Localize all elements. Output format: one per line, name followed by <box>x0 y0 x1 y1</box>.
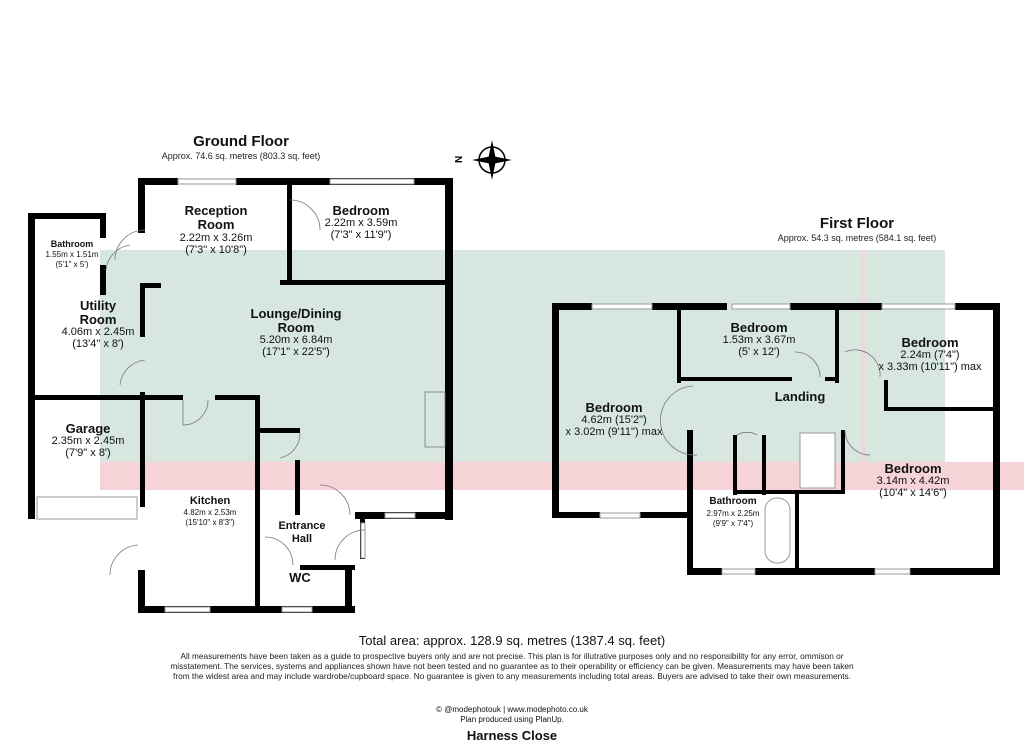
room-name: Room <box>277 320 315 335</box>
room-name: Reception <box>184 203 248 218</box>
room-imperial: (5'1" x 5') <box>55 260 89 269</box>
room-name: Lounge/Dining <box>250 306 342 321</box>
room-name: Bedroom <box>332 203 390 218</box>
room-name: Bathroom <box>50 239 94 249</box>
room-name: Bathroom <box>709 496 757 507</box>
first-floor-area: Approx. 54.3 sq. metres (584.1 sq. feet) <box>777 233 937 243</box>
room-metric: 1.55m x 1.51m <box>45 250 99 259</box>
room-name: Room <box>197 217 235 232</box>
room-name: Bedroom <box>884 461 942 476</box>
room-metric: 4.06m x 2.45m <box>61 326 135 338</box>
room-metric: 2.22m x 3.59m <box>324 217 398 229</box>
room-imperial: x 3.02m (9'11") max <box>565 426 663 438</box>
room-metric: 4.62m (15'2") <box>581 414 647 426</box>
ground-floor-title: Ground Floor <box>193 133 289 150</box>
room-imperial: (7'3" x 10'8") <box>185 244 247 256</box>
room-metric: 2.22m x 3.26m <box>179 232 253 244</box>
room-imperial: (7'3" x 11'9") <box>330 229 392 241</box>
room-imperial: (13'4" x 8') <box>72 338 124 350</box>
first-floor-walls <box>552 303 1000 575</box>
room-imperial: (9'9" x 7'4") <box>712 519 754 528</box>
room-name: Kitchen <box>189 495 231 507</box>
room-wc: WC <box>289 570 311 585</box>
room-name: Bedroom <box>901 335 959 350</box>
room-name: Bedroom <box>585 400 643 415</box>
ground-floor-doors <box>105 199 446 576</box>
disclaimer: All measurements have been taken as a gu… <box>170 651 854 682</box>
room-imperial: (10'4" x 14'6") <box>879 487 947 499</box>
room-metric: 4.82m x 2.53m <box>183 508 237 517</box>
room-name: Garage <box>65 421 111 436</box>
room-imperial: (7'9" x 8') <box>65 447 111 459</box>
room-name: Bedroom <box>730 320 788 335</box>
room-metric: 1.53m x 3.67m <box>722 334 796 346</box>
ground-floor-windows <box>36 178 416 613</box>
ground-floor-area: Approx. 74.6 sq. metres (803.3 sq. feet) <box>161 151 321 161</box>
credit: © @modephotouk | www.modephoto.co.uk <box>436 705 588 714</box>
room-landing: Landing <box>774 389 826 404</box>
room-imperial: (17'1" x 22'5") <box>262 346 330 358</box>
room-name: Entrance <box>278 520 326 532</box>
watermark-divider <box>862 250 865 490</box>
room-imperial: x 3.33m (10'11") max <box>878 361 982 373</box>
compass-icon: N <box>454 140 512 180</box>
room-metric: 2.24m (7'4") <box>900 349 960 361</box>
watermark-stripe <box>100 462 1024 490</box>
room-imperial: (5' x 12') <box>738 346 780 358</box>
first-floor-doors <box>660 349 881 456</box>
total-area: Total area: approx. 128.9 sq. metres (13… <box>358 633 666 648</box>
room-metric: 2.35m x 2.45m <box>51 435 125 447</box>
room-name: Room <box>79 312 117 327</box>
room-imperial: (15'10" x 8'3") <box>185 518 235 527</box>
plan-produced: Plan produced using PlanUp. <box>460 715 564 724</box>
first-floor-windows <box>591 303 956 575</box>
first-floor-title: First Floor <box>819 215 895 232</box>
address: Harness Close <box>466 728 558 743</box>
room-metric: 5.20m x 6.84m <box>259 334 333 346</box>
compass-north-label: N <box>454 156 465 163</box>
watermark-band <box>100 250 945 465</box>
room-name: Utility <box>79 298 117 313</box>
room-metric: 3.14m x 4.42m <box>876 475 950 487</box>
room-name: Hall <box>291 533 313 545</box>
room-metric: 2.97m x 2.25m <box>706 509 760 518</box>
